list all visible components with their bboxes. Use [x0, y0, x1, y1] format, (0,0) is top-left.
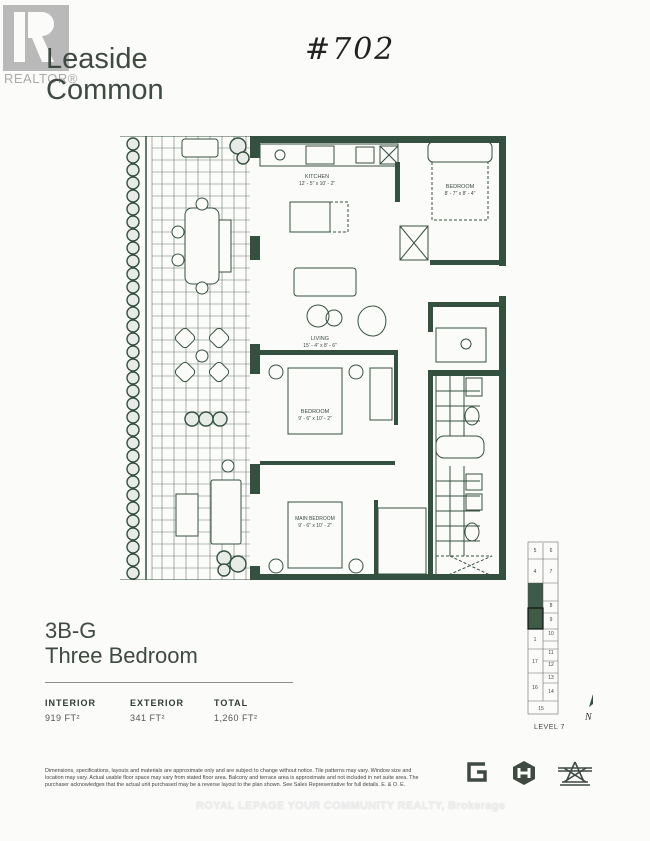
svg-text:10: 10	[548, 631, 554, 637]
room-label-living: LIVING	[311, 336, 329, 342]
floor-plan: KITCHEN 12' - 5" x 10' - 2" BEDROOM 8' -…	[120, 136, 506, 580]
svg-text:1: 1	[534, 637, 537, 643]
stat-value: 1,260 FT²	[214, 713, 258, 723]
walls	[250, 136, 506, 580]
terrace-furniture	[171, 138, 242, 545]
g-logo-icon	[467, 762, 487, 782]
stat-interior: INTERIOR 919 FT²	[45, 698, 96, 723]
planter-shrubs	[126, 137, 250, 580]
svg-text:N: N	[584, 712, 593, 723]
brand-line-2: Common	[46, 74, 164, 106]
stat-label: INTERIOR	[45, 698, 97, 708]
room-dims-bedroom-3: 9' - 6" x 10' - 2"	[298, 416, 332, 422]
stat-value: 919 FT²	[45, 713, 81, 723]
svg-text:16: 16	[532, 685, 538, 691]
svg-text:9: 9	[550, 617, 553, 623]
north-arrow-icon: N	[584, 694, 593, 723]
svg-text:11: 11	[548, 650, 553, 656]
unit-type: Three Bedroom	[45, 643, 198, 668]
svg-text:8: 8	[550, 603, 553, 609]
key-plan-level: LEVEL 7	[534, 724, 565, 731]
svg-text:5: 5	[534, 548, 537, 554]
hexagon-h-logo-icon	[513, 761, 535, 785]
room-label-bedroom-3: BEDROOM	[301, 409, 330, 415]
unit-code: 3B-G	[45, 618, 97, 643]
realtor-r-icon	[14, 12, 54, 62]
stat-exterior: EXTERIOR 341 FT²	[130, 698, 184, 723]
svg-text:4: 4	[534, 569, 537, 575]
bridge-logo-icon	[558, 761, 592, 786]
svg-text:15: 15	[538, 706, 544, 712]
stat-label: TOTAL	[214, 698, 249, 708]
handwritten-unit-number: #702	[305, 32, 396, 67]
svg-text:6: 6	[550, 548, 553, 554]
svg-text:7: 7	[550, 569, 553, 575]
room-dims-living: 15' - 4" x 8' - 6"	[303, 343, 337, 349]
room-label-bedroom-2: BEDROOM	[446, 184, 475, 190]
listing-watermark: ROYAL LEPAGE YOUR COMMUNITY REALTY, Brok…	[196, 800, 506, 812]
svg-text:13: 13	[548, 675, 554, 681]
room-label-kitchen: KITCHEN	[305, 174, 329, 180]
stat-total: TOTAL 1,260 FT²	[214, 698, 258, 723]
disclaimer: Dimensions, specifications, layouts and …	[45, 768, 419, 788]
unit-title: 3B-G Three Bedroom	[45, 618, 198, 668]
brand-title: Leaside Common	[46, 44, 164, 106]
brand-line-1: Leaside	[46, 43, 148, 75]
room-dims-main-bedroom: 9' - 6" x 10' - 2"	[298, 523, 332, 529]
svg-text:12: 12	[548, 662, 554, 668]
room-dims-bedroom-2: 8' - 7" x 8' - 4"	[445, 191, 476, 197]
svg-text:17: 17	[532, 659, 538, 665]
room-dims-kitchen: 12' - 5" x 10' - 2"	[299, 181, 336, 187]
realtor-label: REALTOR®	[4, 71, 78, 86]
room-label-main-bedroom: MAIN BEDROOM	[295, 516, 335, 522]
svg-text:14: 14	[548, 689, 554, 695]
divider	[45, 682, 293, 683]
stat-label: EXTERIOR	[130, 698, 185, 708]
stat-value: 341 FT²	[130, 713, 166, 723]
